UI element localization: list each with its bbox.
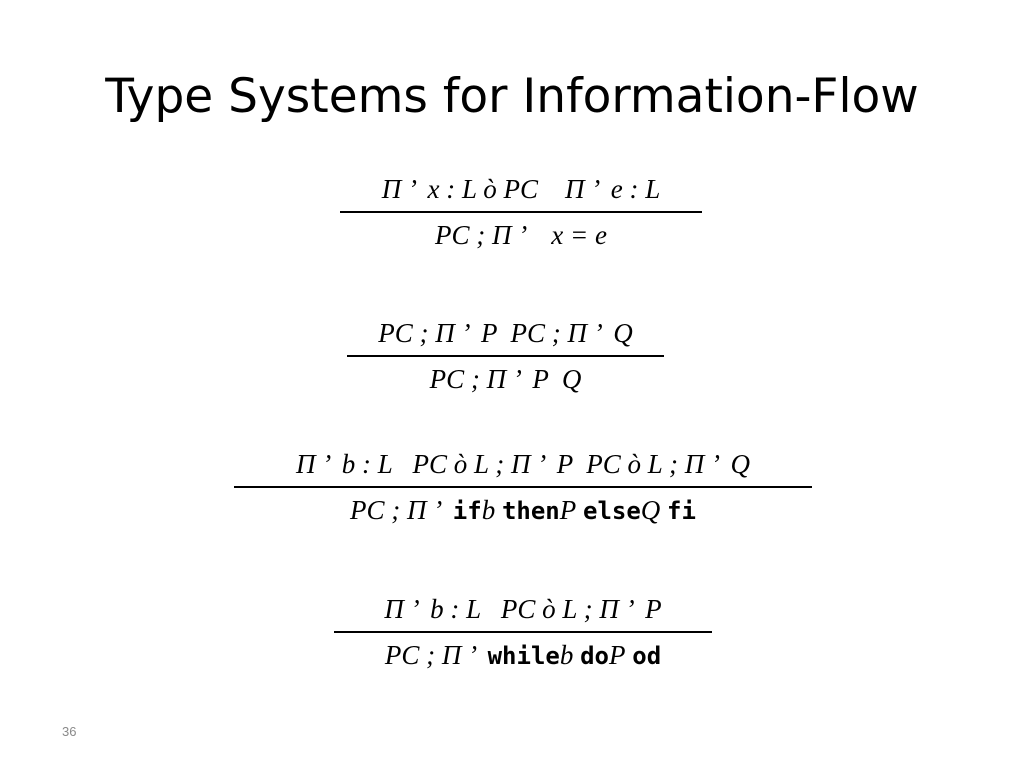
rule-premise: Π ’ b : L PC ò L ; Π ’ P	[384, 594, 662, 624]
var-b: b	[481, 495, 496, 525]
rule-bar	[347, 355, 664, 357]
conclusion-prefix: PC ; Π ’	[384, 640, 481, 670]
rule-conclusion: PC ; Π ’ P Q	[429, 364, 582, 394]
rule-bar	[234, 486, 812, 488]
rule-conclusion: PC ; Π ’ whileb doP od	[334, 638, 712, 673]
rule-conclusion: PC ; Π ’ x = e	[435, 220, 607, 250]
inference-rule-while: Π ’ b : L PC ò L ; Π ’ P PC ; Π ’ whileb…	[334, 592, 712, 676]
keyword-if: if	[452, 497, 482, 525]
rule-premise: Π ’ x : L ò PC Π ’ e : L	[381, 174, 661, 204]
var-q: Q	[640, 495, 661, 525]
inference-rule-conditional: Π ’ b : L PC ò L ; Π ’ P PC ò L ; Π ’ Q …	[234, 447, 812, 531]
rule-premise: PC ; Π ’ P PC ; Π ’ Q	[378, 318, 633, 348]
inference-rule-assignment: Π ’ x : L ò PC Π ’ e : L PC ; Π ’ x = e	[340, 172, 702, 256]
var-p: P	[609, 640, 626, 670]
page-number: 36	[62, 724, 77, 739]
keyword-while: while	[487, 642, 560, 670]
inference-rule-sequence: PC ; Π ’ P PC ; Π ’ Q PC ; Π ’ P Q	[347, 316, 664, 400]
keyword-do: do	[580, 642, 609, 670]
rule-premise: Π ’ b : L PC ò L ; Π ’ P PC ò L ; Π ’ Q	[295, 449, 751, 479]
rule-bar	[334, 631, 712, 633]
rule-conclusion: PC ; Π ’ ifb thenP elseQ fi	[234, 493, 812, 528]
keyword-od: od	[632, 642, 662, 670]
keyword-then: then	[501, 497, 560, 525]
var-b: b	[559, 640, 574, 670]
rule-bar	[340, 211, 702, 213]
var-p: P	[559, 495, 577, 525]
keyword-else: else	[583, 497, 641, 525]
keyword-fi: fi	[667, 497, 696, 525]
conclusion-prefix: PC ; Π ’	[350, 495, 447, 525]
slide-title: Type Systems for Information-Flow	[105, 69, 919, 124]
